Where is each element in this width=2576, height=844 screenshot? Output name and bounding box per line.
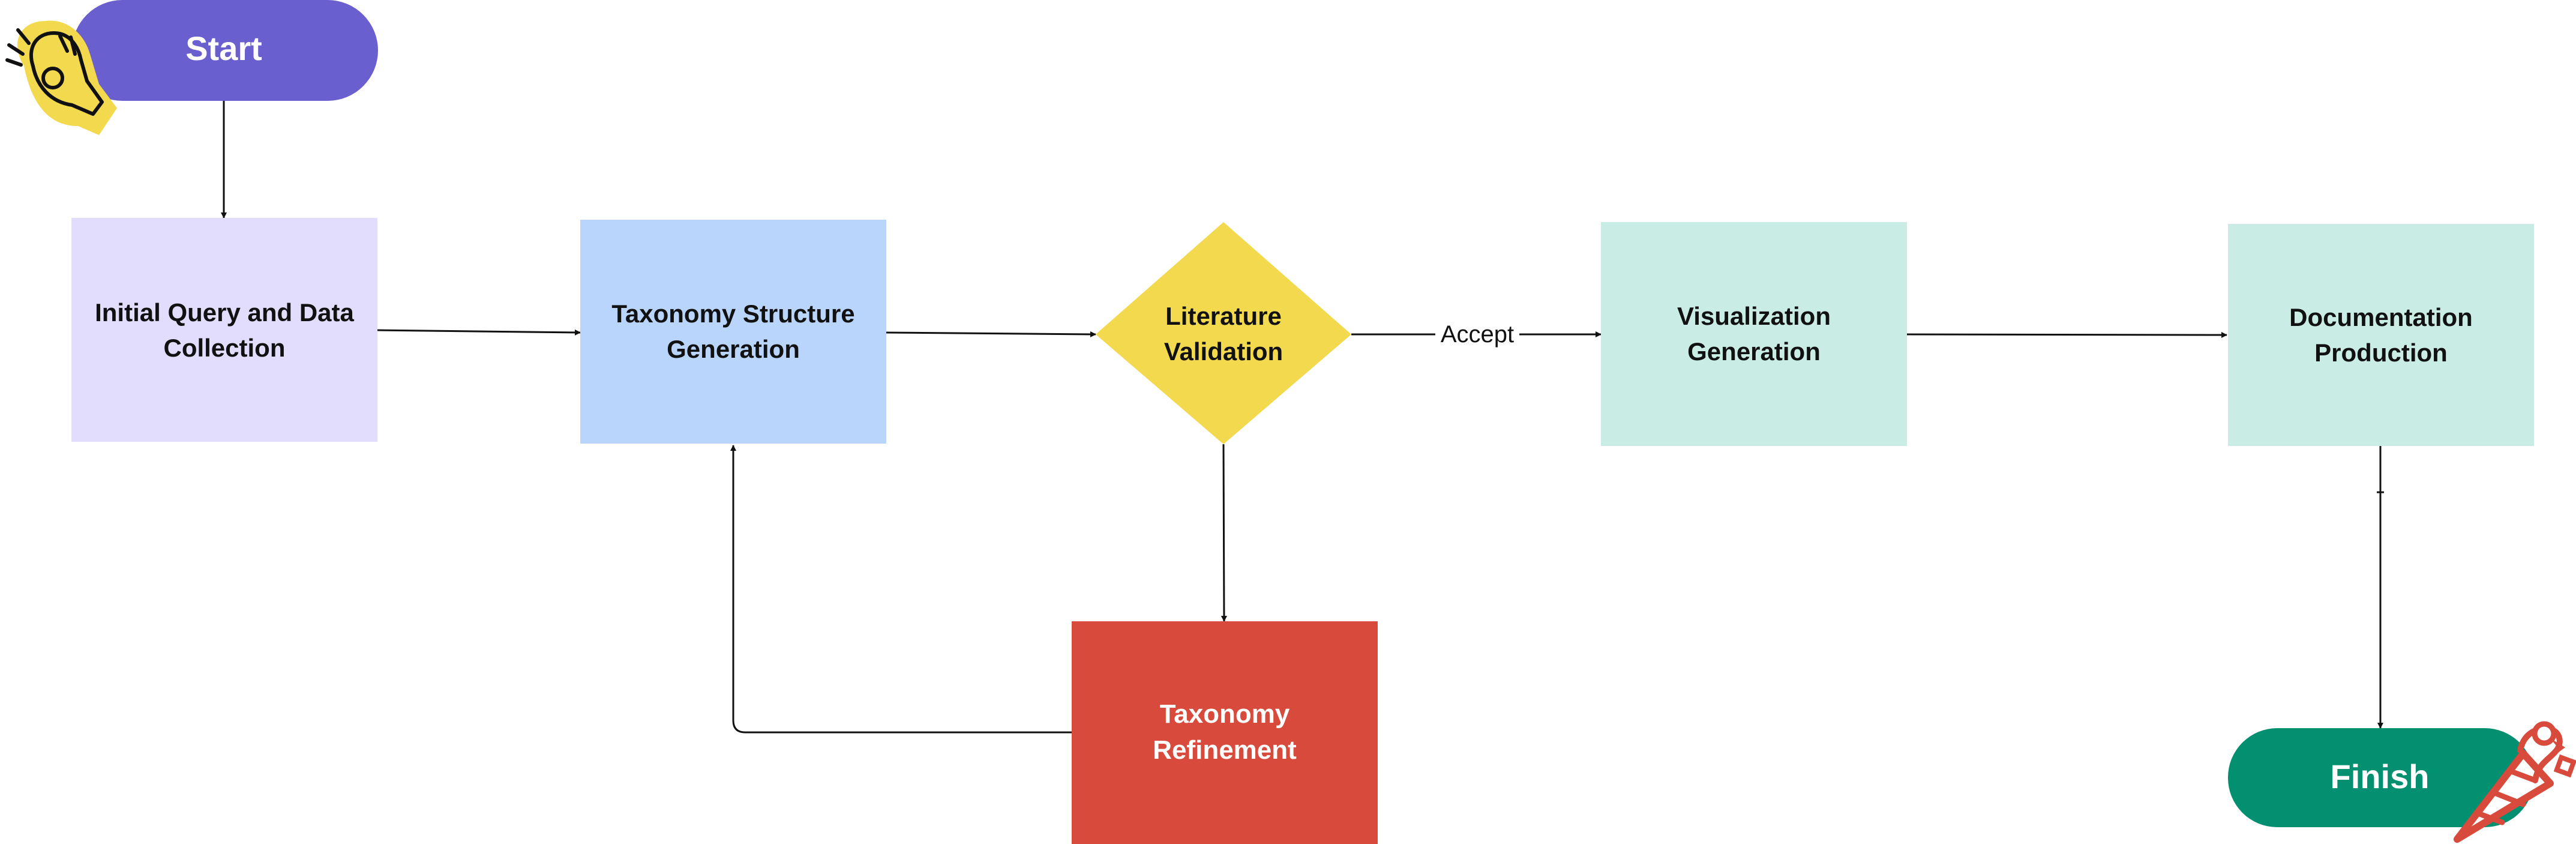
visualization-label-line1: Visualization xyxy=(1677,302,1831,330)
literature-validation-label-line2: Validation xyxy=(1164,337,1283,366)
edge-taxonomy-refinement-to-taxonomy-structure xyxy=(730,445,1072,734)
finish-label: Finish xyxy=(2331,758,2430,795)
documentation-label-line1: Documentation xyxy=(2289,303,2473,331)
visualization-node[interactable] xyxy=(1601,222,1907,446)
edge-visualization-to-documentation xyxy=(1906,331,2227,338)
taxonomy-refinement-node[interactable] xyxy=(1072,621,1378,844)
visualization-label-line2: Generation xyxy=(1687,337,1821,366)
edge-initial-query-to-taxonomy-structure xyxy=(377,329,581,336)
initial-query-node[interactable] xyxy=(71,218,377,442)
edge-literature-validation-to-taxonomy-refinement xyxy=(1220,444,1227,622)
start-node[interactable] xyxy=(72,0,378,101)
taxonomy-structure-label-line1: Taxonomy Structure xyxy=(611,300,854,328)
finish-node[interactable] xyxy=(2228,728,2534,827)
documentation-node[interactable] xyxy=(2228,224,2534,446)
initial-query-label-line1: Initial Query and Data xyxy=(95,298,354,327)
party-popper-icon xyxy=(2454,721,2576,843)
taxonomy-refinement-label-line2: Refinement xyxy=(1153,735,1297,765)
initial-query-label-line2: Collection xyxy=(163,334,285,362)
literature-validation-node[interactable] xyxy=(1096,222,1351,444)
taxonomy-structure-label-line2: Generation xyxy=(667,335,800,363)
ok-hand-icon xyxy=(5,20,117,135)
literature-validation-label-line1: Literature xyxy=(1165,302,1282,330)
start-label: Start xyxy=(185,29,262,67)
edge-taxonomy-structure-to-literature-validation xyxy=(886,331,1096,337)
taxonomy-refinement-label-line1: Taxonomy xyxy=(1160,699,1290,729)
taxonomy-structure-node[interactable] xyxy=(580,220,886,444)
edge-label-accept: Accept xyxy=(1441,321,1514,348)
documentation-label-line2: Production xyxy=(2314,339,2448,367)
